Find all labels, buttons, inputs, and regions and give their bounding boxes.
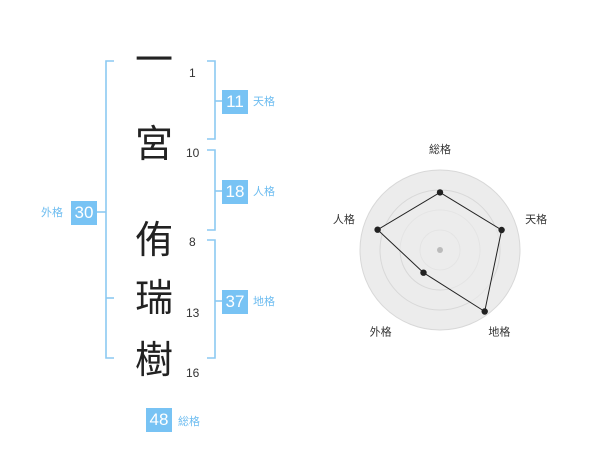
chikaku-bracket xyxy=(207,239,216,359)
radar-point-4 xyxy=(420,269,427,276)
gaikaku-bracket xyxy=(105,60,114,359)
radar-axis-label-4: 外格 xyxy=(370,325,392,339)
radar-point-3 xyxy=(481,308,488,315)
chikaku-label: 地格 xyxy=(253,295,275,308)
radar-point-1 xyxy=(436,189,444,196)
radar-center-dot xyxy=(437,247,443,253)
name-char-2: 宮 xyxy=(134,122,173,166)
gaikaku-value: 30 xyxy=(71,201,97,225)
brackets xyxy=(97,60,222,359)
radar-axis-label-2: 天格 xyxy=(525,212,547,226)
name-char-1: 一 xyxy=(134,38,173,82)
jinkaku-label: 人格 xyxy=(253,185,275,198)
name-char-4: 瑞 xyxy=(134,276,173,320)
stroke-count-2: 10 xyxy=(186,146,200,160)
radar-point-2 xyxy=(498,226,505,234)
radar-axis-label-1: 総格 xyxy=(429,142,451,156)
chikaku-value: 37 xyxy=(222,290,248,314)
jinkaku-value: 18 xyxy=(222,180,248,204)
radar-axis-label-3: 地格 xyxy=(488,325,510,339)
jinkaku-bracket xyxy=(207,149,216,231)
gaikaku-label: 外格 xyxy=(41,206,63,219)
soukaku-value: 48 xyxy=(146,408,172,432)
tenkaku-bracket xyxy=(207,60,216,140)
tenkaku-value: 11 xyxy=(222,90,248,114)
soukaku-label: 総格 xyxy=(178,415,200,428)
radar-point-5 xyxy=(374,226,381,233)
tenkaku-label: 天格 xyxy=(253,95,275,108)
stroke-count-1: 1 xyxy=(189,66,196,80)
stroke-count-4: 13 xyxy=(186,306,200,320)
name-char-5: 樹 xyxy=(134,338,173,382)
radar-axis-label-5: 人格 xyxy=(333,212,355,226)
name-char-3: 侑 xyxy=(134,218,173,262)
stroke-count-3: 8 xyxy=(189,235,196,249)
stroke-count-5: 16 xyxy=(186,366,200,380)
